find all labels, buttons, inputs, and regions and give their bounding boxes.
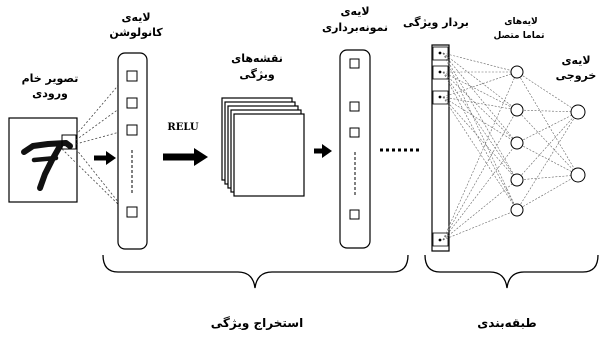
feature-extraction-label: استخراج ویژگی (211, 316, 303, 331)
connection-line (516, 142, 579, 176)
input-image (8, 117, 78, 203)
feature-maps-stack (221, 97, 305, 197)
relu-label: RELU (167, 122, 198, 133)
classification-label: طبقه‌بندی (477, 316, 536, 330)
connection-line (442, 109, 518, 241)
receptive-field-box (61, 134, 77, 150)
fully-connected-label-line2: تماما متصل (493, 31, 544, 41)
fc-neuron (510, 173, 524, 187)
connection-line (442, 71, 518, 111)
connection-line (516, 109, 579, 113)
connection-line (516, 174, 579, 211)
fc-neuron (510, 65, 524, 79)
connection-line (442, 71, 518, 144)
input-image-label-line2: ورودی (32, 87, 68, 100)
output-neuron (570, 104, 586, 120)
pooling-layer (339, 49, 371, 249)
dense-connections (442, 52, 579, 241)
fc-neuron (510, 203, 524, 217)
connection-line (442, 209, 518, 241)
feature-vector (431, 44, 450, 252)
input-image-label-line1: تصویر خام (22, 72, 79, 85)
fc-neuron (510, 136, 524, 150)
connection-line (516, 111, 579, 211)
fc-neuron (510, 103, 524, 117)
fully-connected-layer (510, 65, 524, 217)
output-layer-label-line1: لایه‌ی (561, 54, 590, 67)
feature-maps-label-line2: ویژگی (239, 68, 274, 81)
connection-line (442, 71, 518, 241)
feature-maps-label-line1: نقشه‌های (231, 52, 283, 65)
connection-line (442, 96, 518, 211)
conv-unit (126, 97, 138, 109)
conv-unit (126, 206, 138, 218)
connection-line (442, 96, 518, 144)
output-layer-label-line2: خروجی (556, 69, 597, 82)
output-layer (570, 104, 586, 183)
connection-line (442, 179, 518, 241)
connection-line (516, 71, 579, 176)
fully-connected-label-line1: لایه‌های (504, 17, 537, 27)
conv-layer-label-line2: کانولوشن (109, 26, 163, 39)
connection-line (442, 96, 518, 181)
connection-line (442, 52, 518, 211)
feature-vector-label: بردار ویژگی (403, 16, 469, 29)
connection-line (516, 71, 579, 113)
classification-brace (424, 254, 599, 289)
pooling-layer-label-line1: لایه‌ی (340, 5, 369, 18)
output-neuron (570, 167, 586, 183)
connection-line (442, 52, 518, 111)
connection-line (442, 52, 518, 73)
pooling-layer-label-line2: نمونه‌برداری (322, 21, 388, 34)
pooling-unit (349, 58, 360, 69)
connection-line (516, 174, 579, 181)
feature-extraction-brace (102, 254, 409, 289)
conv-unit (126, 70, 138, 82)
pooling-unit (349, 101, 360, 112)
connection-line (442, 71, 518, 181)
conv-unit (126, 124, 138, 136)
conv-layer-label-line1: لایه‌ی (121, 11, 150, 24)
connection-line (442, 52, 518, 144)
connection-line (516, 109, 579, 176)
conv-layer (117, 52, 148, 250)
connection-line (442, 71, 518, 211)
pooling-unit (349, 209, 360, 220)
connection-line (442, 71, 518, 98)
connection-line (442, 142, 518, 241)
connection-line (516, 111, 579, 144)
pooling-unit (349, 127, 360, 138)
connection-line (442, 96, 518, 111)
connection-line (516, 111, 579, 181)
